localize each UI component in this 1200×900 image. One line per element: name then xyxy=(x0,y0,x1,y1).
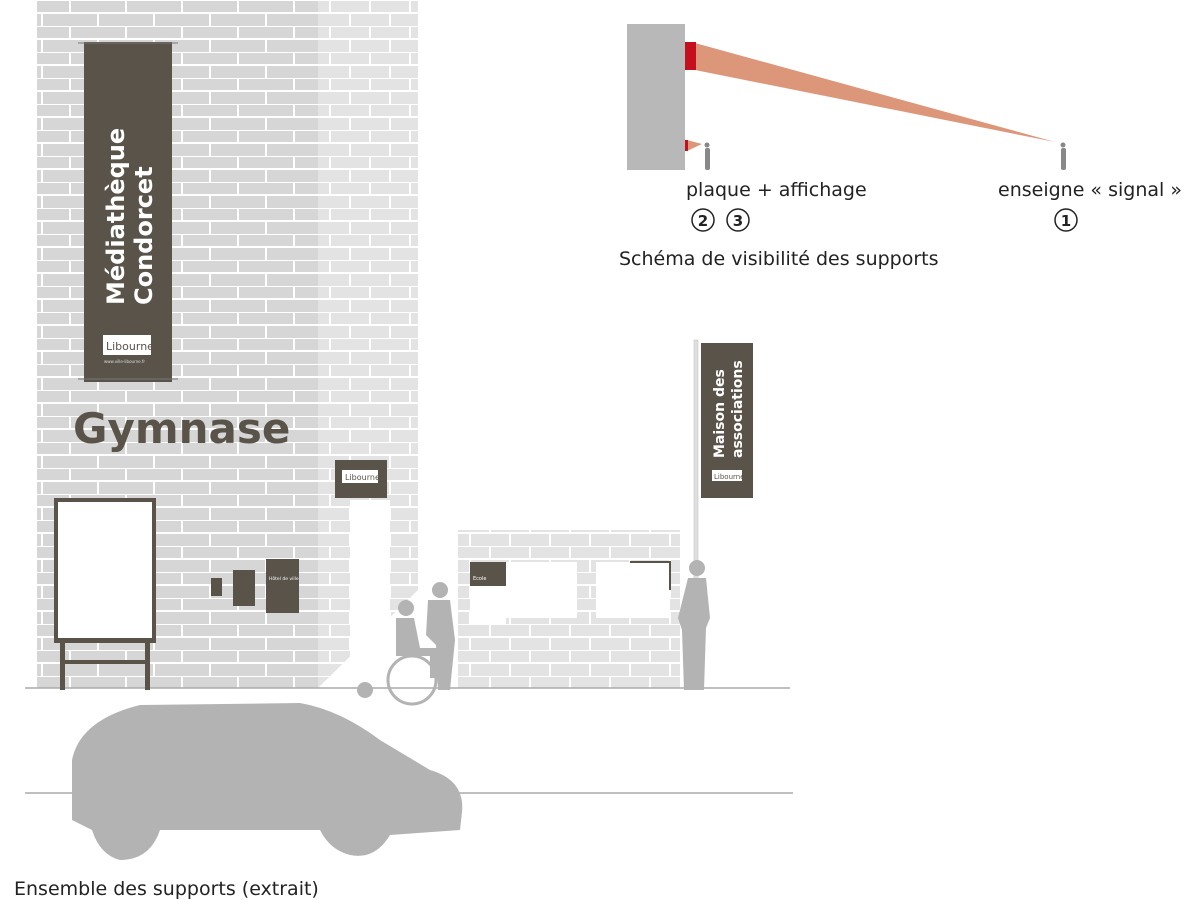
plaque-medium xyxy=(233,570,255,606)
plaque-small xyxy=(211,578,222,596)
banner-line2: Condorcet xyxy=(130,166,158,305)
banner-line1: Médiathèque xyxy=(102,128,130,305)
wall-sign-gymnase: Gymnase xyxy=(73,404,290,453)
notice-board-right xyxy=(596,562,670,618)
flag-line2: associations xyxy=(730,360,746,458)
sign-logo-text: Libourne xyxy=(345,473,380,482)
schema-person-far xyxy=(1060,142,1066,170)
schema-caption: Schéma de visibilité des supports xyxy=(619,248,939,270)
plaque-mark xyxy=(685,140,688,151)
number-2: 2 xyxy=(698,212,708,230)
number-circle-2 xyxy=(691,208,715,232)
schema-person-near xyxy=(704,142,710,170)
building-side xyxy=(318,0,418,688)
notice-board-header xyxy=(470,562,506,586)
logo-text: Libourne xyxy=(106,340,154,353)
number-1: 1 xyxy=(1061,212,1071,230)
wheelchair-people xyxy=(357,582,455,706)
number-circle-3 xyxy=(726,208,750,232)
billboard xyxy=(54,498,156,642)
visibility-cone-signal xyxy=(695,43,1055,142)
number-circle-1 xyxy=(1054,208,1078,232)
schema-label-plaque: plaque + affichage xyxy=(686,179,867,201)
libourne-logo xyxy=(103,335,151,355)
schema-label-enseigne: enseigne « signal » xyxy=(998,179,1182,201)
logo-url: www.ville-libourne.fr xyxy=(104,359,145,364)
plaque-title: Hôtel de ville xyxy=(269,575,299,582)
plaque-hotel-de-ville xyxy=(266,559,299,613)
visibility-cone-plaque xyxy=(687,140,702,151)
banner-mediatheque xyxy=(84,42,172,382)
standing-person xyxy=(678,560,710,690)
number-3: 3 xyxy=(733,212,743,230)
notice-board-left xyxy=(505,562,577,618)
schema-wall xyxy=(627,24,685,170)
door-opening xyxy=(350,500,390,688)
flag-logo-text: Libourne xyxy=(714,473,745,481)
flag-line1: Maison des xyxy=(712,369,728,458)
car-silhouette xyxy=(72,703,463,860)
enseigne-signal-mark xyxy=(685,42,696,70)
notice-board-title: Ecole xyxy=(473,576,486,582)
figure-caption: Ensemble des supports (extrait) xyxy=(14,878,319,900)
